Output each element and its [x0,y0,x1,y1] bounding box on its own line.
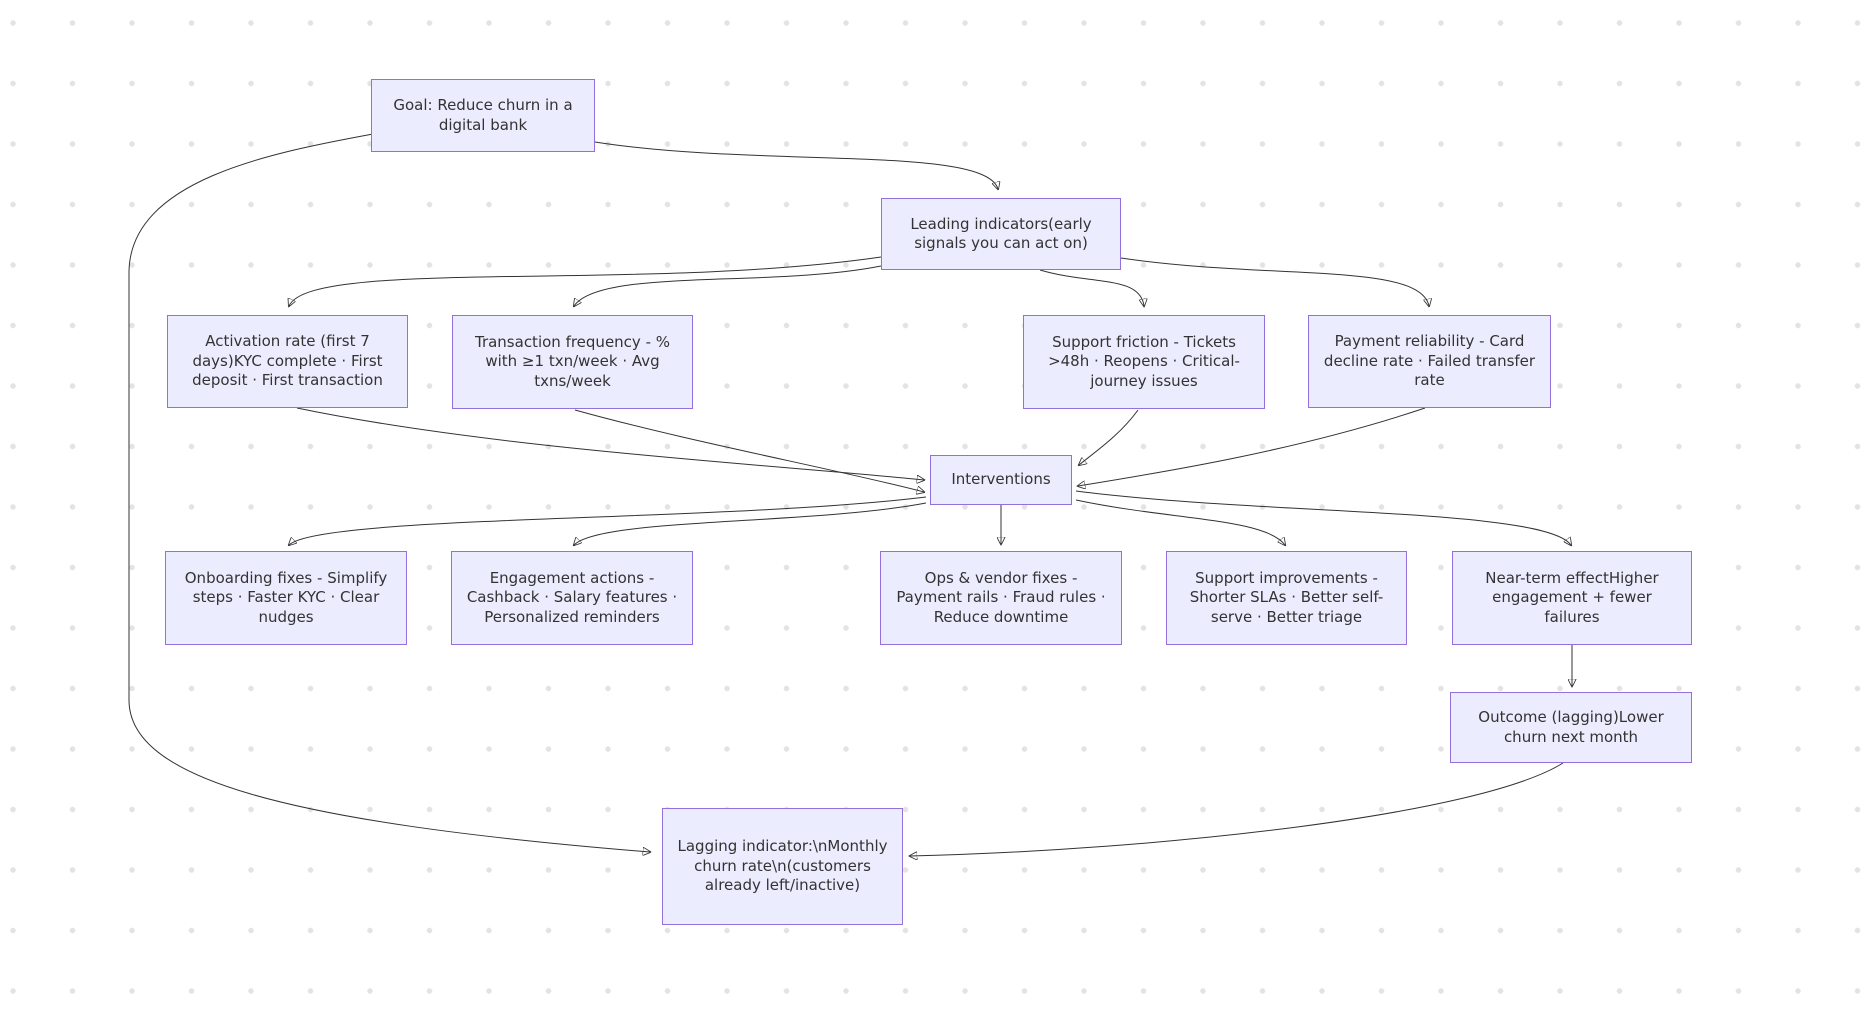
edge-interventions-nearterm [1075,490,1571,545]
edge-leading-payment [1120,257,1429,306]
node-near-term-effect: Near-term effectHigher engagement + fewe… [1452,551,1692,645]
node-outcome-lagging: Outcome (lagging)Lower churn next month [1450,692,1692,763]
node-activation-rate: Activation rate (first 7 days)KYC comple… [167,315,408,408]
node-engagement-actions: Engagement actions - Cashback · Salary f… [451,551,693,645]
edge-goal-lagging [128,133,650,852]
edge-support-interventions [1079,409,1139,465]
node-onboarding-fixes-label: Onboarding fixes - Simplify steps · Fast… [184,568,388,626]
edge-activation-interventions [296,407,924,480]
node-outcome-lagging-label: Outcome (lagging)Lower churn next month [1478,708,1664,746]
edge-payment-interventions [1078,407,1426,486]
node-goal-label: Goal: Reduce churn in a digital bank [393,96,573,134]
node-interventions: Interventions [930,455,1072,505]
edge-goal-leading [594,141,998,189]
node-interventions-label: Interventions [951,470,1051,489]
node-lagging-indicator: Lagging indicator:\nMonthly churn rate\n… [662,808,903,925]
edge-leading-activation [289,256,882,306]
node-transaction-frequency: Transaction frequency - % with ≥1 txn/we… [452,315,693,409]
edge-leading-support [1039,269,1144,306]
node-leading-indicators: Leading indicators(early signals you can… [881,198,1121,270]
node-transaction-frequency-label: Transaction frequency - % with ≥1 txn/we… [474,332,670,390]
node-support-improvements: Support improvements - Shorter SLAs · Be… [1166,551,1407,645]
node-goal: Goal: Reduce churn in a digital bank [371,79,595,152]
node-payment-reliability-label: Payment reliability - Card decline rate … [1323,332,1536,390]
node-activation-rate-label: Activation rate (first 7 days)KYC comple… [192,332,383,390]
node-near-term-effect-label: Near-term effectHigher engagement + fewe… [1485,568,1659,626]
node-support-friction-label: Support friction - Tickets >48h · Reopen… [1048,332,1240,390]
edge-interventions-onboarding [289,496,927,545]
node-lagging-indicator-label: Lagging indicator:\nMonthly churn rate\n… [677,837,888,895]
edge-leading-transaction [574,265,882,306]
node-ops-vendor-fixes-label: Ops & vendor fixes - Payment rails · Fra… [896,568,1106,626]
node-leading-indicators-label: Leading indicators(early signals you can… [910,214,1092,253]
node-support-improvements-label: Support improvements - Shorter SLAs · Be… [1189,568,1384,626]
edge-outcome-lagging [910,762,1564,856]
edge-interventions-engagement [574,502,927,545]
node-engagement-actions-label: Engagement actions - Cashback · Salary f… [466,568,678,626]
node-onboarding-fixes: Onboarding fixes - Simplify steps · Fast… [165,551,407,645]
node-support-friction: Support friction - Tickets >48h · Reopen… [1023,315,1265,409]
node-payment-reliability: Payment reliability - Card decline rate … [1308,315,1551,408]
edge-interventions-support-improvements [1075,499,1285,545]
edge-transaction-interventions [574,409,924,492]
node-ops-vendor-fixes: Ops & vendor fixes - Payment rails · Fra… [880,551,1122,645]
